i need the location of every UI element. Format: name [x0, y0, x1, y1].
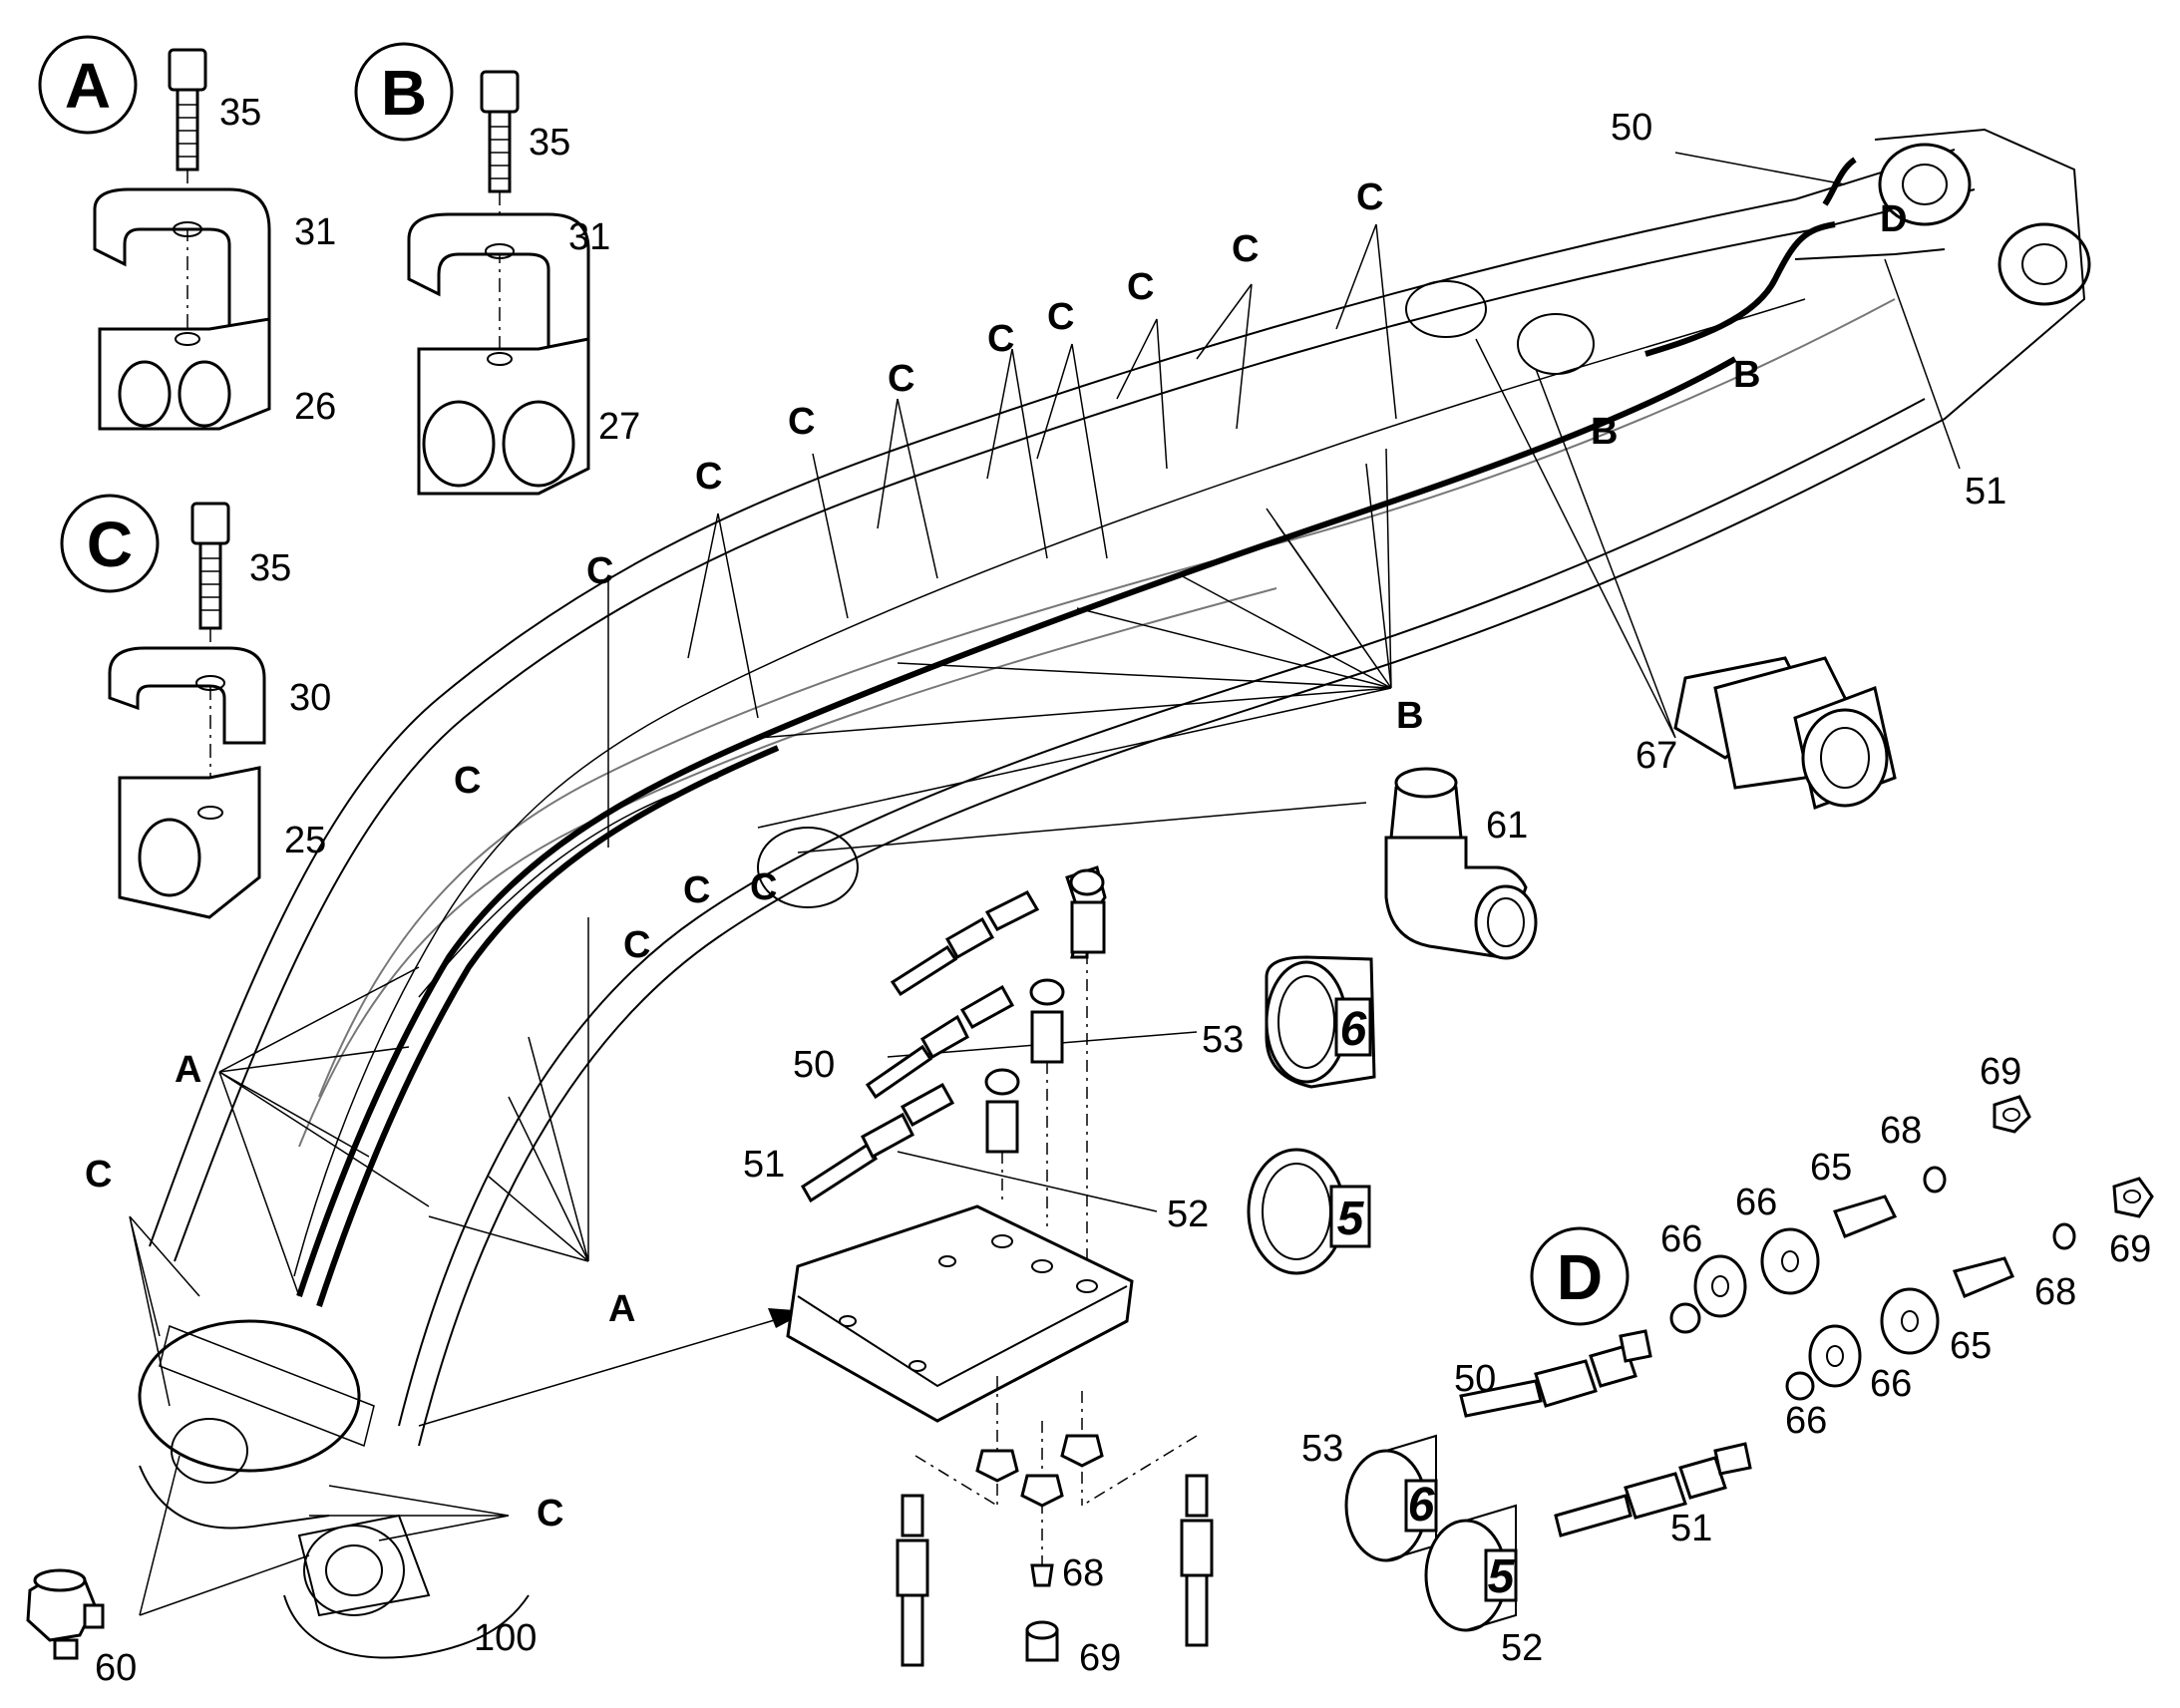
part-50-mid: 50 — [793, 1044, 835, 1086]
d-part-68-right: 68 — [2034, 1271, 2076, 1313]
callout-c-12: C — [750, 866, 777, 908]
tag-5-low-label: 5 — [1488, 1550, 1516, 1603]
callout-c-10: C — [454, 760, 481, 802]
d-part-69-right: 69 — [2109, 1228, 2151, 1270]
part-50-top: 50 — [1611, 107, 1652, 149]
d-part-69-top: 69 — [1980, 1051, 2021, 1093]
part-31-b: 31 — [568, 216, 610, 258]
callout-c-6: C — [888, 358, 914, 400]
tag-6-mid: 6 53 — [1202, 955, 1376, 1089]
part-100: 100 — [474, 1617, 537, 1659]
detail-c: C 35 30 25 — [60, 494, 331, 919]
part-26: 26 — [294, 386, 336, 428]
hose-routing — [283, 157, 1946, 1659]
callout-lines — [129, 152, 1961, 1616]
d-part-66-right-a: 66 — [1870, 1363, 1912, 1405]
d-part-66-top-b: 66 — [1660, 1218, 1702, 1260]
part-27: 27 — [598, 406, 640, 448]
part-51-top: 51 — [1965, 471, 2006, 512]
connector-67: 67 — [1635, 656, 1897, 811]
part-67: 67 — [1635, 735, 1677, 777]
tag-6-low-label: 6 — [1408, 1479, 1435, 1532]
part-31-a: 31 — [294, 211, 336, 253]
part-35-c: 35 — [249, 547, 291, 589]
tag-5-mid: 5 52 — [1167, 1148, 1371, 1275]
d-part-68-top: 68 — [1880, 1110, 1922, 1152]
part-61: 61 — [1486, 805, 1528, 847]
callout-c-7: C — [788, 401, 815, 443]
tag-6-mid-label: 6 — [1340, 1003, 1367, 1056]
part-60: 60 — [95, 1647, 137, 1689]
callout-c-5: C — [987, 318, 1014, 360]
detail-circle-b — [354, 42, 454, 142]
callout-b-upper1: B — [1733, 354, 1760, 396]
detail-circle-c — [60, 494, 160, 593]
part-35-a: 35 — [219, 92, 261, 134]
callout-c-13: C — [623, 924, 650, 966]
d-part-66-top-a: 66 — [1735, 1182, 1777, 1223]
callout-c-15: C — [537, 1493, 563, 1535]
detail-b: B 35 31 27 — [354, 42, 640, 496]
callout-b-right: B — [1396, 695, 1423, 737]
part-35-b: 35 — [529, 122, 570, 164]
detail-d: D 6 5 — [1301, 1051, 2154, 1669]
callout-c-8: C — [695, 456, 722, 498]
part-52-mid: 52 — [1167, 1194, 1209, 1235]
callout-c-9: C — [586, 550, 613, 592]
callout-c-2: C — [1232, 228, 1259, 270]
detail-circle-d — [1530, 1226, 1630, 1326]
part-69: 69 — [1079, 1637, 1121, 1679]
part-30: 30 — [289, 677, 331, 719]
d-part-50: 50 — [1454, 1358, 1496, 1400]
part-68: 68 — [1062, 1552, 1104, 1594]
callout-c-4: C — [1047, 296, 1074, 338]
detail-a-label: A — [65, 50, 111, 122]
fitting-60: 60 — [26, 1568, 137, 1689]
detail-circle-a — [38, 35, 138, 135]
mounting-plate-assembly: 68 69 50 51 — [743, 865, 1214, 1679]
d-part-52: 52 — [1501, 1627, 1543, 1669]
detail-c-label: C — [87, 509, 133, 580]
callout-c-14: C — [85, 1154, 112, 1196]
callout-a-left: A — [175, 1049, 201, 1091]
callout-c-3: C — [1127, 266, 1154, 308]
tag-5-mid-label: 5 — [1337, 1193, 1365, 1245]
d-part-66-right-b: 66 — [1785, 1400, 1827, 1442]
d-part-51: 51 — [1670, 1508, 1712, 1549]
callout-d-upper: D — [1880, 198, 1907, 240]
part-53-mid: 53 — [1202, 1019, 1244, 1061]
d-part-53: 53 — [1301, 1428, 1343, 1470]
detail-d-label: D — [1557, 1241, 1603, 1313]
d-part-65-right: 65 — [1950, 1325, 1992, 1367]
callout-a-bottom: A — [608, 1288, 635, 1330]
detail-a: A 35 31 26 — [38, 35, 336, 431]
callout-c-1: C — [1356, 176, 1383, 218]
part-51-mid: 51 — [743, 1144, 785, 1186]
d-part-65-top: 65 — [1810, 1147, 1852, 1189]
detail-b-label: B — [381, 57, 427, 129]
part-25: 25 — [284, 820, 326, 861]
elbow-fitting-61: 61 — [1384, 767, 1538, 960]
callout-c-11: C — [683, 869, 710, 911]
callout-b-upper2: B — [1591, 411, 1618, 453]
